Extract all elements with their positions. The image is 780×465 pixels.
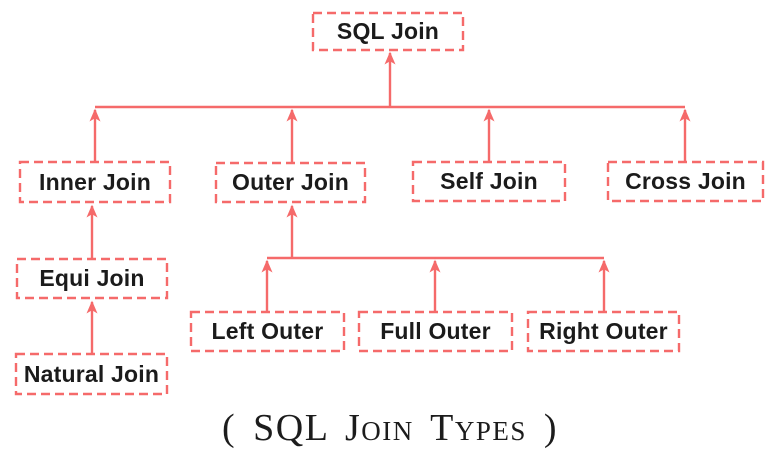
node-natural-join: Natural Join (16, 354, 167, 394)
node-right-outer: Right Outer (528, 312, 679, 351)
node-sql-join: SQL Join (313, 13, 463, 50)
node-label-left-outer: Left Outer (211, 318, 324, 344)
node-left-outer: Left Outer (191, 312, 344, 351)
node-label-inner-join: Inner Join (39, 168, 151, 195)
node-label-right-outer: Right Outer (539, 318, 668, 344)
node-label-cross-join: Cross Join (625, 168, 746, 194)
node-equi-join: Equi Join (17, 259, 167, 298)
node-label-outer-join: Outer Join (231, 169, 349, 195)
node-self-join: Self Join (413, 162, 565, 201)
node-label-natural-join: Natural Join (23, 360, 160, 387)
node-full-outer: Full Outer (359, 312, 512, 351)
node-label-equi-join: Equi Join (39, 265, 145, 291)
node-outer-join: Outer Join (216, 163, 365, 202)
diagram-caption: ( SQL Join Types ) (221, 407, 558, 449)
node-label-full-outer: Full Outer (380, 318, 491, 344)
node-label-sql-join: SQL Join (336, 18, 440, 44)
node-label-self-join: Self Join (440, 168, 538, 194)
node-cross-join: Cross Join (608, 162, 763, 201)
node-inner-join: Inner Join (20, 162, 170, 202)
